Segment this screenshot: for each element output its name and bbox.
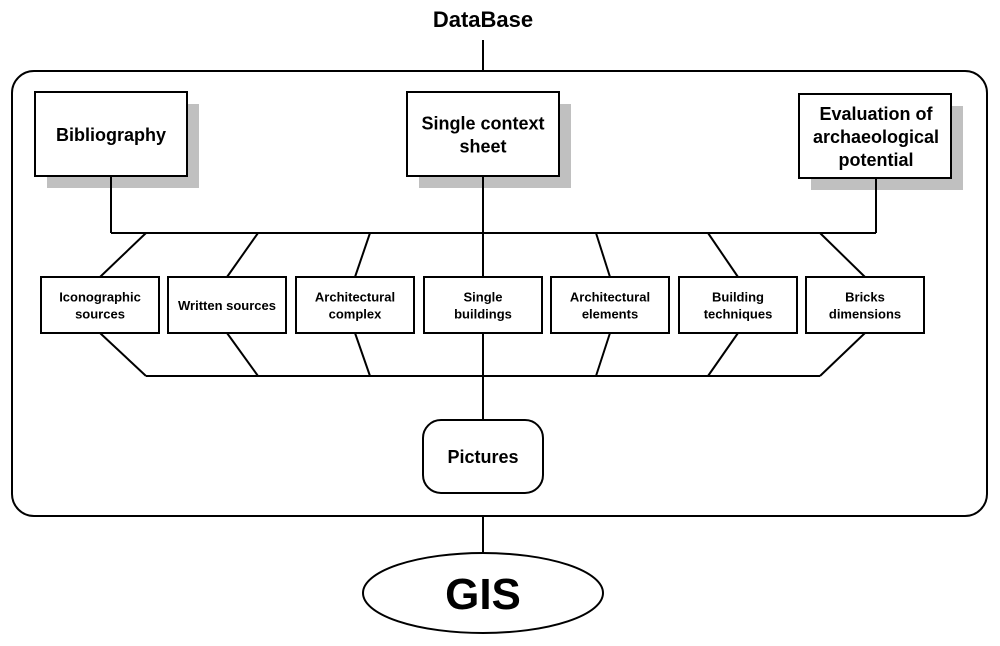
module-label: Architectural — [315, 290, 395, 305]
top-box-label: Bibliography — [56, 125, 166, 145]
module-box — [295, 276, 415, 334]
connector — [354, 332, 371, 377]
module-label: Written sources — [178, 298, 276, 313]
module-label: Iconographic — [59, 290, 141, 305]
top-box-label: Evaluation of — [819, 104, 933, 124]
top-box — [798, 93, 952, 179]
connector — [595, 232, 611, 278]
module-label: Single — [463, 290, 502, 305]
module-box — [678, 276, 798, 334]
module-box — [550, 276, 670, 334]
top-box — [34, 91, 188, 177]
connector — [819, 232, 866, 278]
connector — [226, 232, 259, 278]
top-box-label: sheet — [459, 137, 506, 157]
top-box — [406, 91, 560, 177]
connector — [99, 232, 147, 278]
module-label: sources — [75, 307, 125, 322]
connector — [707, 332, 739, 377]
connector — [354, 232, 371, 278]
connector — [99, 332, 147, 377]
gis-label: GIS — [445, 570, 521, 619]
pictures-label: Pictures — [447, 447, 518, 467]
module-box — [40, 276, 160, 334]
connector — [707, 232, 739, 278]
connector — [819, 332, 866, 377]
diagram-title: DataBase — [433, 7, 533, 32]
module-label: Architectural — [570, 290, 650, 305]
module-box — [423, 276, 543, 334]
connector — [226, 332, 259, 377]
top-box-label: potential — [839, 150, 914, 170]
top-box-label: archaeological — [813, 127, 939, 147]
top-box-label: Single context — [421, 114, 544, 134]
module-box — [805, 276, 925, 334]
module-label: techniques — [704, 307, 773, 322]
connector — [595, 332, 611, 377]
pictures-box — [422, 419, 544, 494]
module-box — [167, 276, 287, 334]
module-label: Bricks — [845, 290, 885, 305]
module-label: elements — [582, 307, 638, 322]
gis-ellipse — [362, 552, 604, 634]
module-label: complex — [329, 307, 383, 322]
module-label: dimensions — [829, 307, 901, 322]
module-label: buildings — [454, 307, 512, 322]
module-label: Building — [712, 290, 764, 305]
